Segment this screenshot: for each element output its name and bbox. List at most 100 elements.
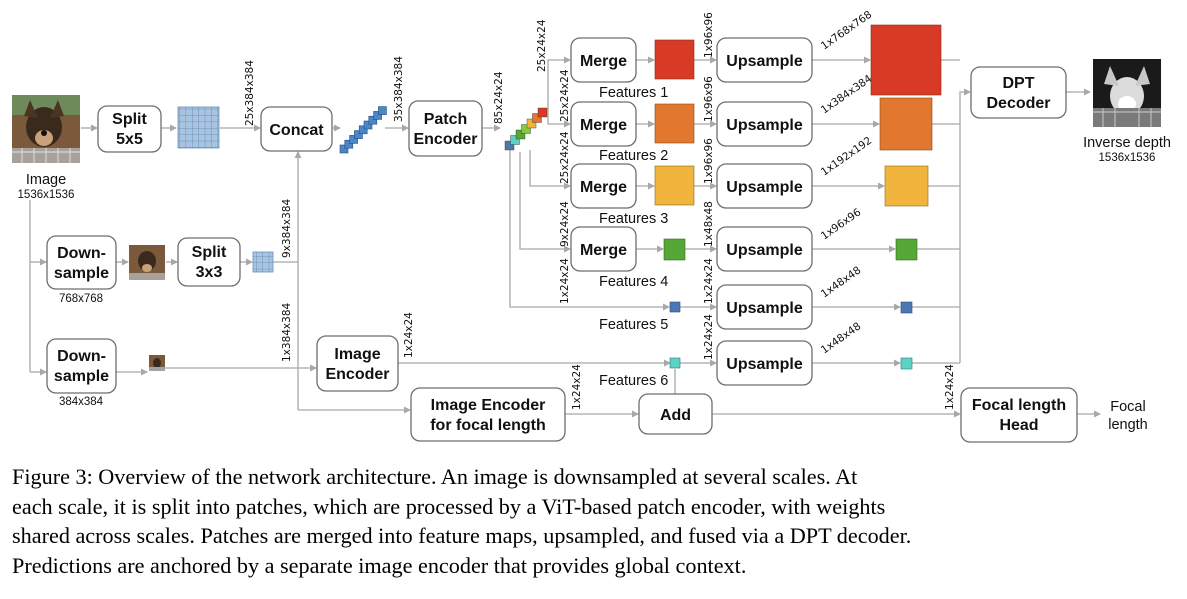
merge-row-2: Merge xyxy=(570,101,637,147)
feature-token-tile xyxy=(515,129,526,140)
image-thumb-384 xyxy=(149,355,165,371)
dim-split5-out: 25x384x384 xyxy=(244,60,256,126)
svg-text:Upsample: Upsample xyxy=(726,356,803,373)
image-encoder-box: Image Encoder xyxy=(316,335,399,392)
merge-row-1: Merge xyxy=(570,37,637,83)
dim-merge-in-2: 25x24x24 xyxy=(559,69,571,122)
patch-tile xyxy=(354,130,363,139)
upsampled-map-2 xyxy=(879,97,933,151)
svg-text:Upsample: Upsample xyxy=(726,53,803,70)
inverse-depth-label: Inverse depth xyxy=(1083,135,1171,151)
feature-token-tile xyxy=(510,135,520,145)
svg-text:Merge: Merge xyxy=(580,179,627,196)
features-1-label: Features 1 xyxy=(599,85,668,101)
merge-row-3: Merge xyxy=(570,163,637,209)
feature-token-tile xyxy=(532,113,542,123)
focal-output-label-2: length xyxy=(1108,417,1148,433)
edges xyxy=(29,56,1101,418)
feature-map-4 xyxy=(663,238,686,261)
svg-text:Decoder: Decoder xyxy=(986,95,1050,112)
svg-text:for focal length: for focal length xyxy=(430,417,546,434)
features-5-label: Features 5 xyxy=(599,317,668,333)
patch-tile xyxy=(349,135,358,144)
dim-merge-in-4: 9x24x24 xyxy=(559,201,571,247)
svg-text:sample: sample xyxy=(54,265,109,282)
dim-merge-in-1: 25x24x24 xyxy=(536,19,548,72)
concat-box: Concat xyxy=(260,106,333,152)
add-box: Add xyxy=(638,393,713,435)
dim-up-4: 1x96x96 xyxy=(819,206,864,242)
dim-up-3: 1x192x192 xyxy=(819,135,874,179)
patch-encoder-box: Patch Encoder xyxy=(408,100,483,157)
upsampled-map-5 xyxy=(900,301,913,314)
patch-tile xyxy=(368,115,378,125)
image-size: 1536x1536 xyxy=(18,189,75,201)
svg-text:Upsample: Upsample xyxy=(726,179,803,196)
svg-text:Upsample: Upsample xyxy=(726,242,803,259)
feature-token-tile xyxy=(504,140,515,151)
dim-add-out: 1x24x24 xyxy=(944,364,956,410)
caption-line-3: shared across scales. Patches are merged… xyxy=(12,523,912,548)
dim-ds2-out: 1x384x384 xyxy=(281,302,293,362)
svg-text:Image: Image xyxy=(334,346,380,363)
downsample-384-size: 384x384 xyxy=(59,396,104,408)
dpt-decoder-box: DPT Decoder xyxy=(970,66,1067,119)
feature-map-5 xyxy=(669,301,681,313)
dim-split3-out: 9x384x384 xyxy=(281,198,293,258)
upsampled-map-1 xyxy=(870,24,942,96)
svg-text:Add: Add xyxy=(660,407,691,424)
dim-merge-in-3: 25x24x24 xyxy=(559,131,571,184)
dim-feat-6: 1x24x24 xyxy=(703,314,715,360)
input-image xyxy=(12,95,80,163)
patch-tile xyxy=(373,111,382,120)
features-2-label: Features 2 xyxy=(599,148,668,164)
dim-up-2: 1x384x384 xyxy=(819,72,875,116)
feature-map-3 xyxy=(654,165,695,206)
svg-text:sample: sample xyxy=(54,368,109,385)
dim-feat-3: 1x96x96 xyxy=(703,138,715,184)
inverse-depth-size: 1536x1536 xyxy=(1099,152,1156,164)
focal-head-box: Focal length Head xyxy=(960,387,1078,443)
image-thumb-768 xyxy=(129,245,165,280)
svg-text:Upsample: Upsample xyxy=(726,117,803,134)
svg-text:3x3: 3x3 xyxy=(196,264,223,281)
patch-tile xyxy=(358,125,368,135)
patch-tile xyxy=(378,106,387,115)
svg-text:Patch: Patch xyxy=(424,111,468,128)
downsample-384-box: Down- sample xyxy=(46,338,117,394)
feature-token-stack xyxy=(504,107,548,151)
focal-output-label-1: Focal xyxy=(1110,399,1145,415)
merge-row-4: Merge xyxy=(570,226,637,272)
dim-up-5: 1x48x48 xyxy=(819,264,863,300)
svg-text:Image Encoder: Image Encoder xyxy=(431,397,546,414)
dim-img-enc-out: 1x24x24 xyxy=(403,312,415,358)
feature-map-6 xyxy=(669,357,681,369)
upsample-box-3: Upsample xyxy=(716,163,813,209)
feature-token-tile xyxy=(526,118,537,129)
upsampled-map-6 xyxy=(900,357,913,370)
dim-up-1: 1x768x768 xyxy=(819,9,874,53)
svg-text:Encoder: Encoder xyxy=(413,131,477,148)
architecture-diagram: Image 1536x1536 Split 5x5 25x384x384 Dow… xyxy=(12,9,1171,443)
dim-feat-5: 1x24x24 xyxy=(703,258,715,304)
dim-concat-out: 35x384x384 xyxy=(393,56,405,122)
upsample-box-4: Upsample xyxy=(716,226,813,272)
svg-text:Merge: Merge xyxy=(580,117,627,134)
patch-tile xyxy=(344,139,354,149)
focal-encoder-box: Image Encoder for focal length xyxy=(410,387,566,442)
inverse-depth-image xyxy=(1093,59,1161,127)
features-3-label: Features 3 xyxy=(599,211,668,227)
caption-line-4: Predictions are anchored by a separate i… xyxy=(12,552,747,578)
patch-tile xyxy=(339,144,349,154)
svg-text:Down-: Down- xyxy=(57,348,106,365)
dim-focal-enc-out: 1x24x24 xyxy=(571,364,583,410)
svg-text:Focal length: Focal length xyxy=(972,397,1066,414)
feature-map-2 xyxy=(654,103,695,144)
feature-token-tile xyxy=(537,107,548,118)
dim-feat-1: 1x96x96 xyxy=(703,12,715,58)
split-3x3-box: Split 3x3 xyxy=(177,237,241,287)
patch-grid-3x3 xyxy=(252,251,274,273)
dim-feat-4: 1x48x48 xyxy=(703,201,715,247)
upsample-box-5: Upsample xyxy=(716,284,813,330)
feature-map-1 xyxy=(654,39,695,80)
